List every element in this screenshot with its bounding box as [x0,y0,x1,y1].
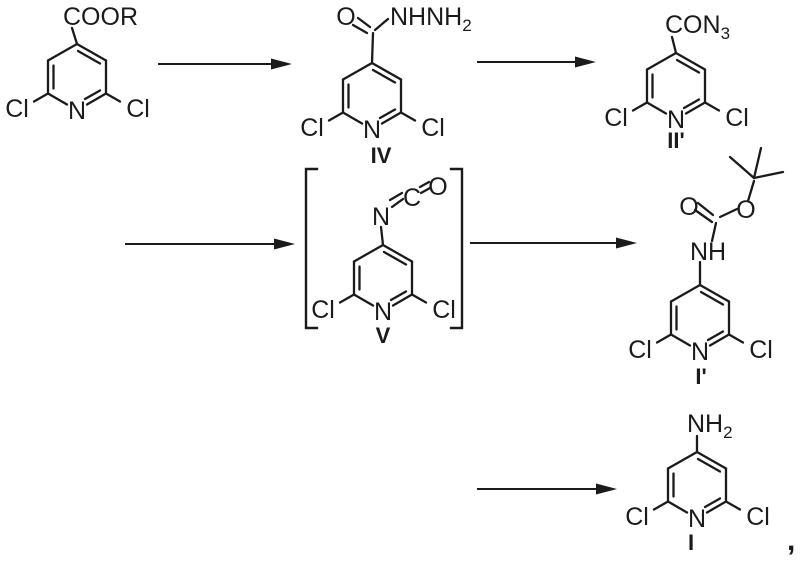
ring-nitrogen-label: N [691,338,709,366]
trailing-comma: , [787,524,795,557]
ester-substituent-label: COOR [63,3,138,31]
chlorine-right-label: Cl [126,95,150,123]
bond-nh-to-carbonyl [710,221,718,243]
nh-label: NH [690,238,726,266]
pyridine-ring [327,61,417,125]
isocyanate-nitrogen-label: N [372,203,390,231]
ester-oxygen-label: O [736,196,755,224]
right-bracket [449,167,464,330]
ring-nitrogen-label: N [374,298,392,326]
compound-id-V: V [376,323,391,348]
left-bracket [304,167,319,330]
chlorine-right-label: Cl [421,114,445,142]
ring-nitrogen-label: N [68,97,86,125]
ring-nitrogen-label: N [667,106,685,134]
hydrazide-group-label: NHNH2 [390,3,472,35]
pyridine-ring [655,283,745,347]
bond-to-substituent [70,26,79,46]
bond-carbonyl-to-nitrogen [373,17,390,32]
carbonyl-double-bond [693,208,714,224]
carbonyl-double-bond [351,23,369,35]
arrow-head [596,483,617,495]
azide-main-text: CON [665,11,721,39]
arrow-head [271,58,292,70]
reaction-arrow-2 [477,56,596,68]
compound-id-II-prime: II' [667,128,684,153]
arrow-head [616,237,637,249]
compound-hydrazide: O NHNH2 N Cl Cl IV [300,3,471,168]
tbutyl-methyl-bond [752,170,785,180]
amine-subscript: 2 [723,423,732,442]
carbonyl-oxygen-label: O [679,193,698,221]
pyridine-ring [631,51,721,115]
chlorine-left-label: Cl [300,114,324,142]
azide-group-label: CON3 [665,11,730,43]
azide-subscript: 3 [721,24,730,43]
chlorine-left-label: Cl [5,95,29,123]
isocyanate-carbon-label: C [403,184,421,212]
compound-acyl-azide: CON3 N Cl Cl II' [604,11,749,153]
arrow-head [274,238,295,250]
ring-nitrogen-label: N [688,505,706,533]
isocyanate-oxygen-label: O [428,173,447,201]
ring-nitrogen-label: N [363,116,381,144]
chlorine-left-label: Cl [625,503,649,531]
compound-id-I-prime: I' [695,364,706,389]
compound-id-IV: IV [371,143,392,168]
carbonyl-double-bond [696,201,715,217]
amine-group-label: NH2 [687,410,733,442]
hydrazide-main-text: NHNH [390,3,462,31]
chlorine-left-label: Cl [604,104,628,132]
reaction-arrow-4 [470,237,637,249]
bond-to-substituent [670,35,678,55]
reaction-arrow-5 [477,483,617,495]
hydrazide-subscript: 2 [462,16,471,35]
pyridine-ring [32,42,122,106]
reaction-arrow-1 [158,58,292,70]
carbonyl-double-bond [356,16,372,29]
arrow-head [575,56,596,68]
pyridine-ring [652,450,742,514]
compound-id-I: I [688,530,694,555]
carbonyl-oxygen-label: O [336,3,355,31]
chlorine-left-label: Cl [628,336,652,364]
chlorine-left-label: Cl [311,296,335,324]
c-o-double-bond [418,180,431,189]
amine-main-text: NH [687,410,723,438]
tbutyl-methyl-bond [728,155,756,180]
pyridine-ring [338,243,428,307]
bond-carbonyl-to-ester-o [718,207,739,219]
reaction-arrow-3 [125,238,295,250]
compound-carbamate: NH O O N Cl Cl I' [628,146,785,389]
tbutyl-methyl-bond [752,146,763,180]
chlorine-right-label: Cl [725,104,749,132]
compound-ester: COOR N Cl Cl [5,3,150,125]
chlorine-right-label: Cl [746,503,770,531]
bond-to-carbonyl [370,31,375,65]
c-o-double-bond [419,186,432,195]
bond-to-isocyanate [379,225,385,247]
chlorine-right-label: Cl [432,296,456,324]
chlorine-right-label: Cl [749,336,773,364]
compound-amine: NH2 N Cl Cl I [625,410,770,555]
compound-isocyanate: N C O N Cl Cl V [304,167,464,348]
bond-o-to-tbutyl [746,179,756,203]
n-c-double-bond [390,197,405,209]
n-c-double-bond [388,191,404,202]
